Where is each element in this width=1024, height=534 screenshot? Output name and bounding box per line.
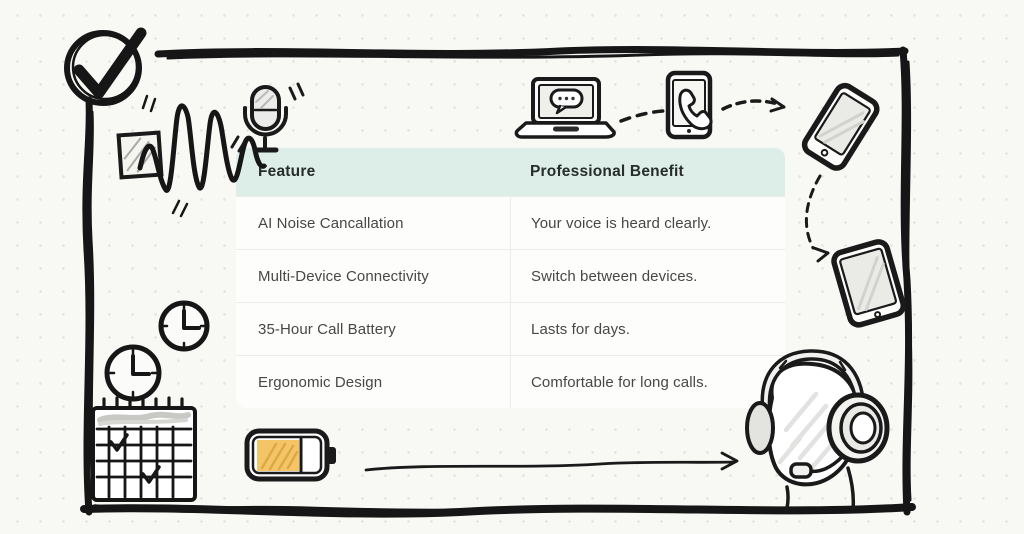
dashed-arrow-icon xyxy=(804,174,830,263)
table-row: AI Noise Cancallation Your voice is hear… xyxy=(236,196,785,249)
table-row: 35-Hour Call Battery Lasts for days. xyxy=(236,302,785,355)
microphone-icon xyxy=(230,82,305,153)
phone-call-icon xyxy=(665,70,713,140)
feature-benefit-table: Feature Professional Benefit AI Noise Ca… xyxy=(236,148,785,408)
square-note-icon xyxy=(116,130,164,180)
clock-icon xyxy=(158,300,210,352)
calendar-icon xyxy=(91,396,197,502)
table-header-row: Feature Professional Benefit xyxy=(236,148,785,196)
battery-icon xyxy=(244,428,336,482)
dashed-arrow-icon xyxy=(721,97,786,113)
feature-cell: 35-Hour Call Battery xyxy=(258,320,396,338)
feature-cell: Multi-Device Connectivity xyxy=(258,267,429,285)
feature-cell: AI Noise Cancallation xyxy=(258,214,404,232)
benefit-cell: Switch between devices. xyxy=(510,250,785,302)
tablet-icon xyxy=(831,239,907,328)
column-header-feature: Feature xyxy=(258,163,316,180)
dashed-arrow-icon xyxy=(619,109,665,123)
checkmark-circle-icon xyxy=(64,27,147,106)
table-row: Multi-Device Connectivity Switch between… xyxy=(236,249,785,302)
smartphone-icon xyxy=(801,82,880,171)
clock-icon xyxy=(104,344,162,402)
benefit-cell: Your voice is heard clearly. xyxy=(510,197,785,249)
laptop-chat-icon xyxy=(514,77,616,139)
feature-cell: Ergonomic Design xyxy=(258,373,383,391)
arrow-icon xyxy=(364,451,739,472)
table-row: Ergonomic Design Comfortable for long ca… xyxy=(236,355,785,408)
column-header-benefit: Professional Benefit xyxy=(530,163,684,180)
benefit-cell: Lasts for days. xyxy=(510,303,785,355)
benefit-cell: Comfortable for long calls. xyxy=(510,356,785,408)
